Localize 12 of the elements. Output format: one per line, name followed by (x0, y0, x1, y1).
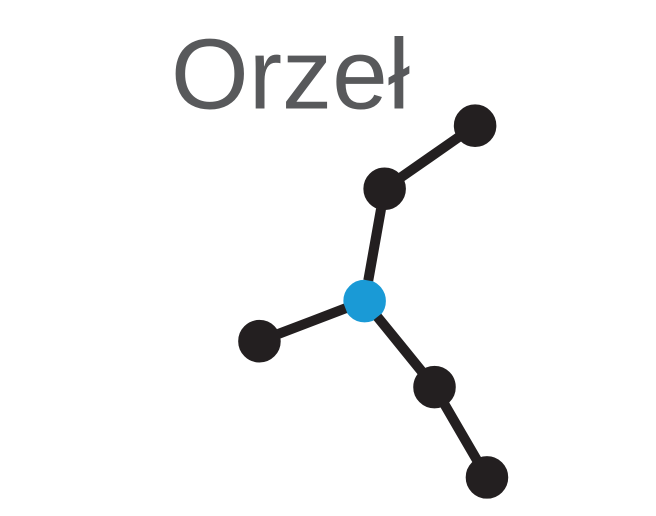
connector (276, 304, 348, 339)
connector (398, 133, 462, 182)
node-circle (363, 168, 406, 210)
node-circle (466, 456, 508, 499)
connector (363, 208, 386, 282)
label: Orzeł (170, 18, 410, 131)
node-circle (343, 280, 386, 322)
connector (374, 314, 426, 375)
node-circle (454, 104, 496, 147)
node-circle (413, 366, 456, 408)
node-circle (238, 320, 281, 362)
connector (440, 402, 482, 463)
